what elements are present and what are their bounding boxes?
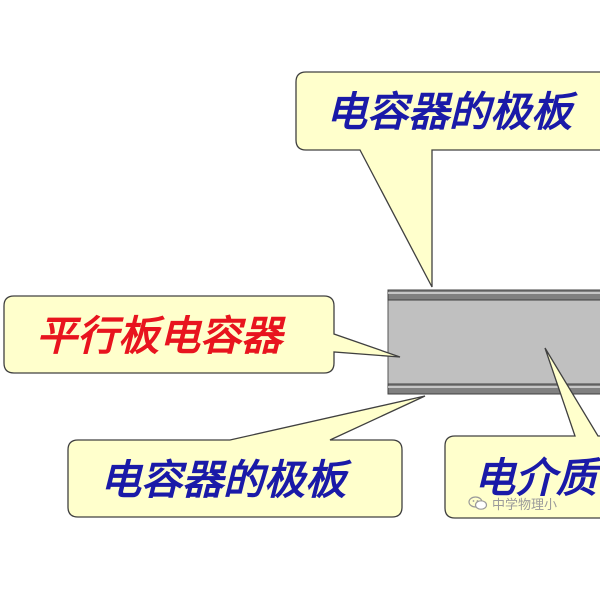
label-top-plate: 电容器的极板 bbox=[326, 88, 572, 136]
wechat-icon bbox=[468, 496, 488, 511]
label-parallel-plate-capacitor: 平行板电容器 bbox=[36, 312, 282, 360]
dielectric-region bbox=[387, 299, 600, 385]
callout-dielectric-bubble bbox=[444, 347, 600, 519]
callout-top-plate-bubble bbox=[295, 71, 600, 288]
watermark: 中学物理小 bbox=[468, 494, 557, 513]
top-plate bbox=[387, 289, 600, 301]
bottom-plate bbox=[387, 383, 600, 395]
parallel-plate-capacitor bbox=[387, 289, 600, 395]
callout-bottom-plate-bubble bbox=[67, 395, 426, 518]
label-dielectric: 电介质 bbox=[474, 454, 597, 502]
watermark-text: 中学物理小 bbox=[492, 498, 558, 513]
callout-capacitor-bubble bbox=[3, 295, 401, 374]
label-bottom-plate: 电容器的极板 bbox=[100, 456, 346, 504]
